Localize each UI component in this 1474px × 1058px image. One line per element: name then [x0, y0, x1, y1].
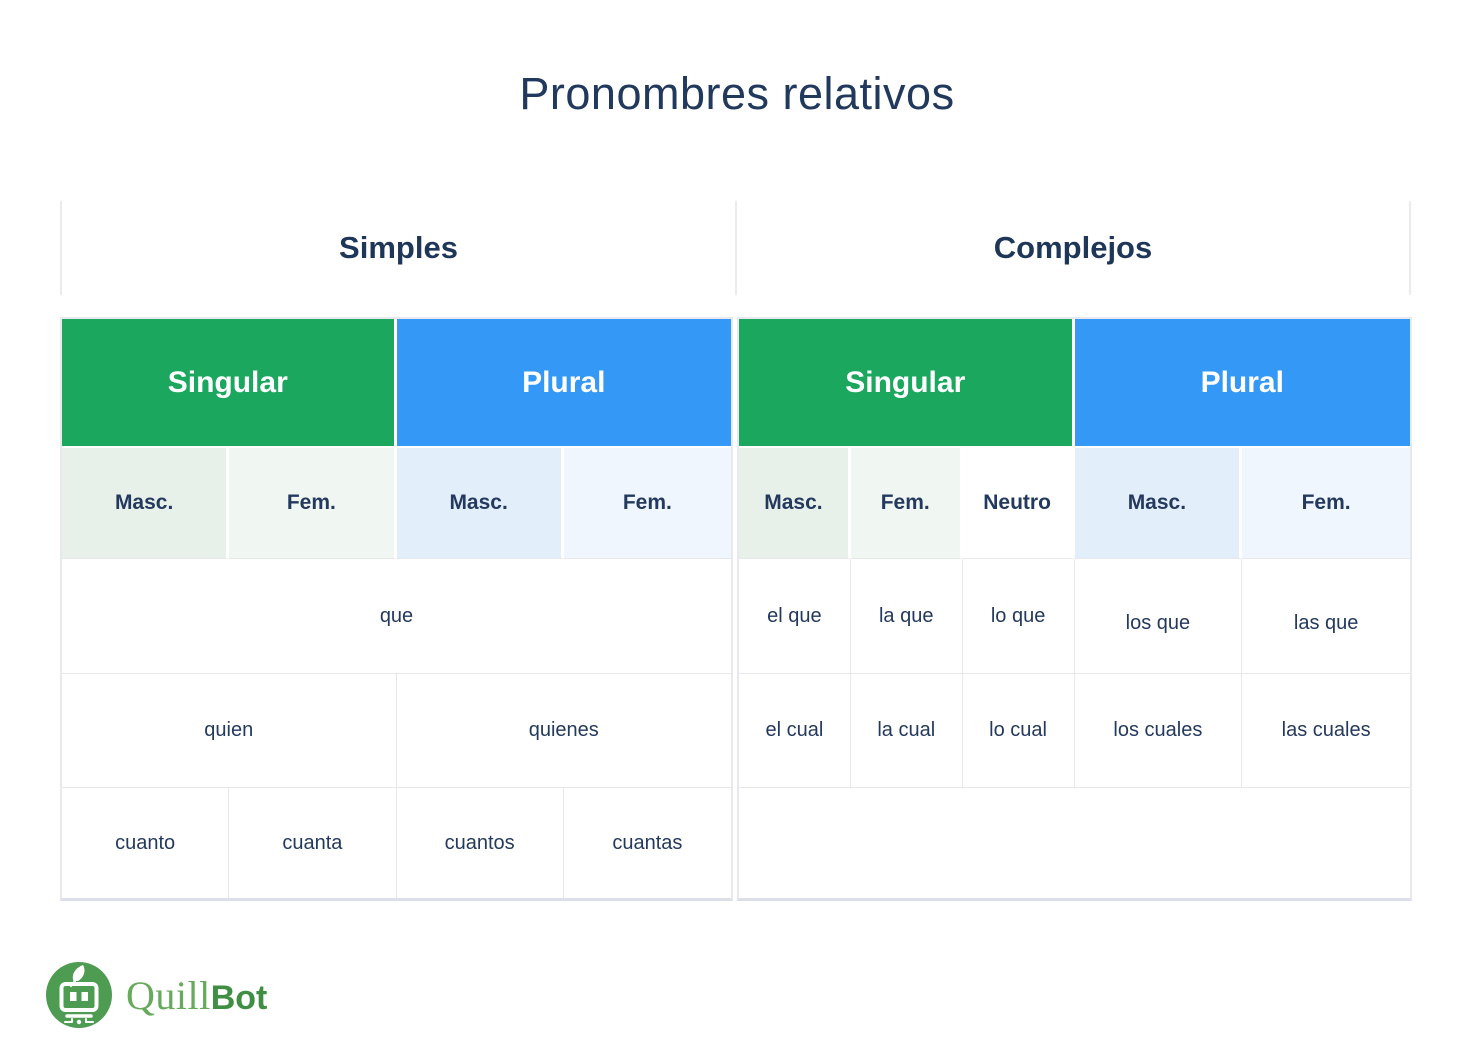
- cell-complejos-empty: [739, 788, 1410, 898]
- complejos-plural-masc-header: Masc.: [1074, 448, 1243, 559]
- cell-cuantos: cuantos: [397, 788, 564, 898]
- cell-los-cuales: los cuales: [1074, 674, 1243, 788]
- complejos-singular-header: Singular: [739, 319, 1075, 448]
- section-simples: Simples: [60, 201, 737, 295]
- cell-lo-cual: lo cual: [962, 674, 1075, 788]
- cell-quienes: quienes: [396, 674, 731, 788]
- complejos-singular-masc-header: Masc.: [739, 448, 851, 559]
- simples-plural-masc-header: Masc.: [396, 448, 564, 559]
- section-complejos: Complejos: [737, 201, 1411, 295]
- quillbot-robot-icon: [46, 962, 112, 1028]
- cell-la-cual: la cual: [850, 674, 963, 788]
- table-complejos: Singular Plural Masc. Fem. Neutro Masc. …: [737, 317, 1412, 901]
- complejos-singular-fem-header: Fem.: [850, 448, 963, 559]
- cell-las-que: las que: [1242, 559, 1410, 674]
- simples-singular-masc-header: Masc.: [62, 448, 230, 559]
- cell-las-cuales: las cuales: [1242, 674, 1410, 788]
- complejos-singular-neutro-header: Neutro: [962, 448, 1075, 559]
- cell-cuantas: cuantas: [612, 831, 683, 854]
- cell-quien: quien: [62, 674, 397, 788]
- pronoun-table: Singular Plural Masc. Fem. Masc. Fem. qu…: [60, 317, 1412, 901]
- cell-el-que: el que: [739, 559, 851, 674]
- section-simples-label: Simples: [339, 230, 458, 265]
- cell-lo-que: lo que: [962, 559, 1075, 674]
- simples-plural-header: Plural: [396, 319, 731, 448]
- cell-los-que: los que: [1074, 559, 1243, 674]
- page-title: Pronombres relativos: [519, 68, 955, 119]
- table-simples: Singular Plural Masc. Fem. Masc. Fem. qu…: [60, 317, 733, 901]
- cell-que: que: [62, 559, 731, 674]
- simples-singular-header: Singular: [62, 319, 397, 448]
- cell-cuanto: cuanto: [62, 788, 230, 898]
- cell-el-cual: el cual: [739, 674, 851, 788]
- complejos-plural-header: Plural: [1074, 319, 1410, 448]
- section-complejos-label: Complejos: [993, 230, 1153, 265]
- simples-singular-fem-header: Fem.: [229, 448, 397, 559]
- cell-la-que: la que: [850, 559, 963, 674]
- cell-cuanta: cuanta: [229, 788, 397, 898]
- wordmark-bot: Bot: [210, 978, 268, 1017]
- simples-plural-fem-header: Fem.: [563, 448, 731, 559]
- section-header-band: Simples Complejos: [60, 201, 1411, 295]
- wordmark-quill: Quill: [126, 972, 211, 1018]
- complejos-plural-fem-header: Fem.: [1242, 448, 1410, 559]
